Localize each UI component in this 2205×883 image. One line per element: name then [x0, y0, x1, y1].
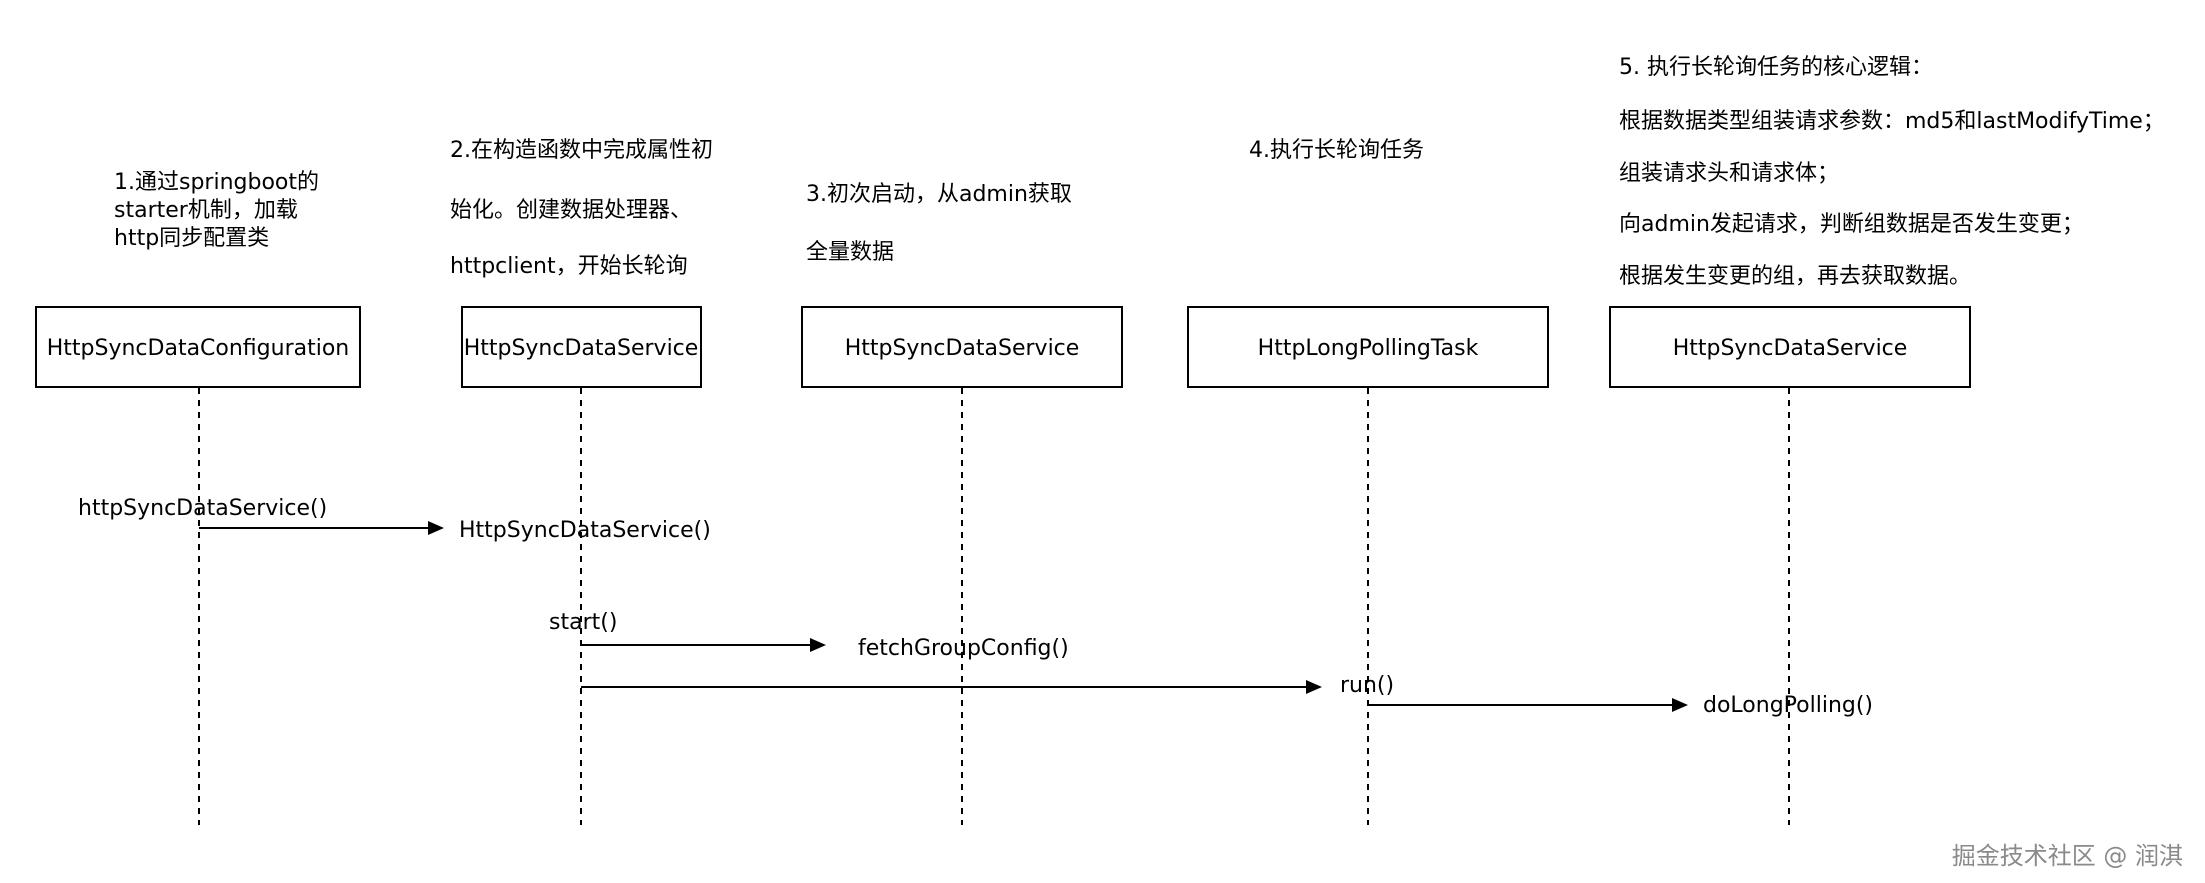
participant-3: HttpSyncDataService	[801, 306, 1123, 388]
participant-5-box	[1609, 306, 1971, 388]
note-2-line-2: 始化。创建数据处理器、	[450, 198, 692, 223]
note-4: 4.执行长轮询任务	[1249, 138, 1424, 163]
message-2: start() fetchGroupConfig()	[549, 610, 1069, 661]
note-5-line-5: 根据发生变更的组，再去获取数据。	[1619, 264, 1971, 289]
message-3-arrowhead	[1306, 680, 1322, 694]
participant-3-box	[801, 306, 1123, 388]
participant-5-label: HttpSyncDataService	[1673, 336, 1908, 361]
note-2: 2.在构造函数中完成属性初 始化。创建数据处理器、 httpclient，开始长…	[450, 138, 713, 279]
message-1: httpSyncDataService() HttpSyncDataServic…	[78, 496, 711, 543]
message-1-label: httpSyncDataService()	[78, 496, 327, 521]
message-1-arrowhead	[428, 521, 444, 535]
message-3-label: run()	[1340, 673, 1394, 698]
note-1: 1.通过springboot的 starter机制，加载 http同步配置类	[114, 170, 319, 251]
message-3: run()	[581, 673, 1394, 698]
note-3-line-1: 3.初次启动，从admin获取	[806, 182, 1072, 207]
message-2-arrowhead	[810, 638, 826, 652]
note-1-line-2: starter机制，加载	[114, 198, 298, 223]
note-2-line-1: 2.在构造函数中完成属性初	[450, 138, 713, 163]
participant-4-box	[1187, 306, 1549, 388]
participant-3-label: HttpSyncDataService	[845, 336, 1080, 361]
note-5-line-4: 向admin发起请求，判断组数据是否发生变更；	[1619, 212, 2084, 237]
note-1-line-1: 1.通过springboot的	[114, 170, 319, 195]
participant-2: HttpSyncDataService	[461, 306, 702, 388]
participant-2-box	[461, 306, 702, 388]
message-4-arrowhead	[1672, 698, 1688, 712]
message-2-label: start()	[549, 610, 617, 635]
note-5-line-3: 组装请求头和请求体；	[1619, 161, 1839, 186]
note-1-line-3: http同步配置类	[114, 226, 269, 251]
participant-1-box	[35, 306, 361, 388]
participant-4-label: HttpLongPollingTask	[1258, 336, 1479, 361]
participant-5: HttpSyncDataService	[1609, 306, 1971, 388]
watermark: 掘金技术社区 @ 润淇	[1951, 842, 2183, 870]
note-4-line-1: 4.执行长轮询任务	[1249, 138, 1424, 163]
note-5: 5. 执行长轮询任务的核心逻辑： 根据数据类型组装请求参数：md5和lastMo…	[1619, 55, 2165, 289]
message-4: doLongPolling()	[1368, 693, 1873, 718]
participant-4: HttpLongPollingTask	[1187, 306, 1549, 388]
participant-2-label: HttpSyncDataService	[464, 336, 699, 361]
message-2-target-label: fetchGroupConfig()	[858, 636, 1069, 661]
message-1-target-label: HttpSyncDataService()	[459, 518, 711, 543]
message-4-label: doLongPolling()	[1703, 693, 1873, 718]
note-2-line-3: httpclient，开始长轮询	[450, 254, 688, 279]
note-3: 3.初次启动，从admin获取 全量数据	[806, 182, 1072, 265]
participant-1-label: HttpSyncDataConfiguration	[47, 336, 350, 361]
note-3-line-2: 全量数据	[806, 240, 894, 265]
participant-1: HttpSyncDataConfiguration	[35, 306, 361, 388]
note-5-line-2: 根据数据类型组装请求参数：md5和lastModifyTime；	[1619, 109, 2165, 134]
note-5-line-1: 5. 执行长轮询任务的核心逻辑：	[1619, 55, 1933, 80]
